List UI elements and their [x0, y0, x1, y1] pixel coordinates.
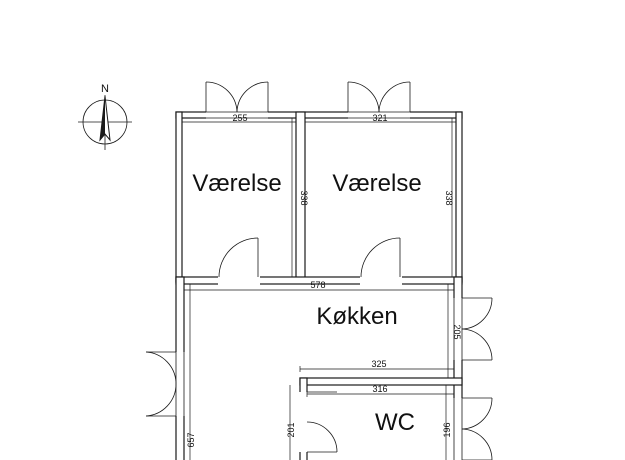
- walls: [175, 111, 463, 460]
- door-icon: [347, 81, 411, 119]
- dim-room-left-height: 338: [299, 190, 309, 205]
- dim-kitchen-inner-width: 325: [371, 359, 386, 369]
- door-icon: [218, 237, 259, 278]
- room-label-vaerelse-left: Værelse: [192, 170, 281, 197]
- dimension-lines: [181, 118, 457, 460]
- dim-room-left-width: 255: [232, 113, 247, 123]
- dim-wc-right-height: 196: [442, 422, 452, 437]
- dim-kitchen-width: 578: [310, 280, 325, 290]
- dim-kitchen-left-height: 657: [186, 432, 196, 447]
- room-label-kitchen: Køkken: [316, 303, 397, 330]
- room-label-wc: WC: [375, 409, 415, 436]
- door-icon: [453, 397, 493, 460]
- north-arrow-icon: N: [78, 83, 132, 150]
- compass-north-label: N: [101, 83, 109, 95]
- dim-room-right-height: 338: [444, 190, 454, 205]
- room-label-vaerelse-right: Værelse: [332, 170, 421, 197]
- door-icon: [205, 81, 269, 119]
- door-icon: [145, 351, 185, 417]
- dim-kitchen-right-height: 205: [452, 324, 462, 339]
- dim-wc-width: 316: [372, 384, 387, 394]
- door-icon: [306, 391, 338, 453]
- dim-room-right-width: 321: [372, 113, 387, 123]
- dim-wc-left-height: 201: [286, 422, 296, 437]
- door-icon: [453, 297, 493, 361]
- door-icon: [360, 237, 401, 278]
